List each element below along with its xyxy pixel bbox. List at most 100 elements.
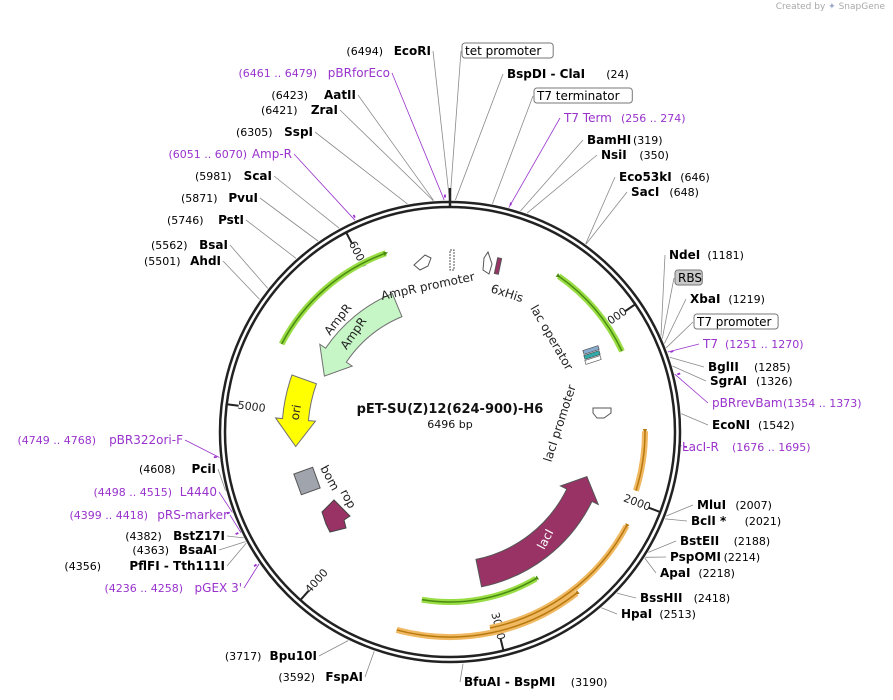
site-hpai[interactable]: (2513)HpaI bbox=[621, 607, 696, 621]
nsii-leader bbox=[526, 154, 598, 214]
lac-operator-label: lac operator bbox=[527, 303, 576, 373]
ahdi-name: AhdI bbox=[190, 254, 221, 268]
site-eco53ki[interactable]: (646)Eco53kI bbox=[619, 170, 710, 184]
site-bpu10i[interactable]: (3717)Bpu10I bbox=[225, 649, 317, 663]
site-nsii[interactable]: (350)NsiI bbox=[601, 148, 669, 162]
prs-marker-position: (4399 .. 4418) bbox=[69, 509, 148, 522]
laci-arc-green bbox=[421, 575, 540, 603]
inner-features bbox=[293, 249, 612, 533]
site-bsai[interactable]: (5562)BsaI bbox=[151, 238, 228, 252]
apai-name: ApaI bbox=[660, 566, 690, 580]
site-sgrai[interactable]: (1326)SgrAI bbox=[710, 374, 793, 388]
site-pbrforeco[interactable]: (6461 .. 6479)pBRforEco bbox=[238, 66, 390, 80]
prs-marker-name: pRS-marker bbox=[157, 508, 228, 522]
econi-leader bbox=[681, 413, 709, 426]
site-pflfi-tth111i[interactable]: (4356) PflFI - Tth111I bbox=[64, 559, 225, 573]
pbrrevbam-name: pBRrevBam bbox=[712, 396, 783, 410]
bsteii-position: (2188) bbox=[734, 535, 771, 548]
site-bstz17i[interactable]: (4382)BstZ17I bbox=[125, 529, 225, 543]
site-bfuai-bspmi[interactable]: (3190)BfuAI - BspMI bbox=[464, 675, 607, 689]
bcli-name: BclI * bbox=[691, 514, 727, 528]
site-scai[interactable]: (5981)ScaI bbox=[195, 169, 272, 183]
site-psti[interactable]: (5746)PstI bbox=[167, 213, 244, 227]
site-t7-terminator[interactable]: T7 terminator bbox=[533, 87, 633, 104]
pgex-3-primer-mark bbox=[253, 563, 258, 567]
site-t7-term[interactable]: (256 .. 274)T7 Term bbox=[563, 111, 686, 125]
site-pvui[interactable]: (5871)PvuI bbox=[181, 191, 258, 205]
t7-primer-mark bbox=[670, 350, 674, 353]
site-bglii[interactable]: (1285)BglII bbox=[708, 360, 791, 374]
site-l4440[interactable]: (4498 .. 4515)L4440 bbox=[93, 485, 217, 499]
eco53ki-position: (646) bbox=[680, 171, 710, 184]
site-amp-r[interactable]: (6051 .. 6070)Amp-R bbox=[168, 147, 292, 161]
laci-arc-orange bbox=[635, 428, 648, 491]
site-xbai[interactable]: (1219)XbaI bbox=[690, 292, 765, 306]
ampr-promoter-box bbox=[449, 249, 455, 271]
site-t7-promoter[interactable]: T7 promoter bbox=[693, 313, 779, 330]
bpu10i-leader bbox=[318, 640, 349, 657]
rop-feature bbox=[321, 499, 351, 533]
site-saci[interactable]: (648)SacI bbox=[631, 185, 699, 199]
site-ahdi[interactable]: (5501)AhdI bbox=[144, 254, 221, 268]
laci-r-name: LacI-R bbox=[682, 440, 719, 454]
site-tet-promoter[interactable]: tet promoter bbox=[461, 42, 554, 59]
bom-feature bbox=[293, 466, 321, 496]
bspdi-clai-name: BspDI - ClaI bbox=[507, 67, 585, 81]
fspai-name: FspAI bbox=[325, 670, 363, 684]
bpu10i-name: Bpu10I bbox=[270, 649, 317, 663]
site-bcli[interactable]: (2021)BclI * bbox=[691, 514, 781, 528]
lac-arc bbox=[555, 273, 623, 352]
site-sspi[interactable]: (6305)SspI bbox=[236, 125, 313, 139]
t7-promoter-inner-arrow bbox=[482, 250, 493, 275]
site-bsshii[interactable]: (2418)BssHII bbox=[640, 591, 730, 605]
laci-arc-orange-halo bbox=[633, 431, 648, 492]
site-ecori[interactable]: (6494)EcoRI bbox=[346, 44, 431, 58]
nsii-position: (350) bbox=[639, 149, 669, 162]
site-mlui[interactable]: (2007)MluI bbox=[697, 498, 772, 512]
site-zrai[interactable]: (6421)ZraI bbox=[261, 103, 338, 117]
site-econi[interactable]: (1542)EcoNI bbox=[712, 418, 795, 432]
pbrforeco-position: (6461 .. 6479) bbox=[238, 67, 317, 80]
site-bamhi[interactable]: (319)BamHI bbox=[587, 133, 663, 147]
amp-r-name: Amp-R bbox=[252, 147, 292, 161]
site-bsteii[interactable]: (2188)BstEII bbox=[680, 534, 770, 548]
tick-label-5000: 5000 bbox=[237, 399, 266, 415]
site-rbs[interactable]: RBS bbox=[674, 269, 703, 286]
site-pbr322ori-f[interactable]: (4749 .. 4768)pBR322ori-F bbox=[17, 433, 183, 447]
bfuai-bspmi-name: BfuAI - BspMI bbox=[464, 675, 555, 689]
site-prs-marker[interactable]: (4399 .. 4418) pRS-marker bbox=[69, 508, 228, 522]
site-ndei[interactable]: (1181)NdeI bbox=[669, 248, 744, 262]
pflfi-tth111i-name: PflFI - Tth111I bbox=[129, 559, 225, 573]
pbrforeco-leader bbox=[391, 72, 445, 201]
bfuai-bspmi-leader bbox=[459, 663, 464, 683]
t7-term-name: T7 Term bbox=[563, 111, 612, 125]
bsshii-leader bbox=[616, 592, 637, 599]
scai-leader bbox=[273, 175, 340, 229]
site-pgex-3[interactable]: (4236 .. 4258)pGEX 3' bbox=[104, 581, 242, 595]
site-labels: (6494)EcoRI tet promoter (24)BspDI - ClaI T… bbox=[17, 42, 862, 689]
site-pspomi[interactable]: (2214)PspOMI bbox=[670, 550, 760, 564]
ampr-feature-arrow bbox=[319, 292, 403, 377]
econi-name: EcoNI bbox=[712, 418, 750, 432]
t7-promoter-leader bbox=[665, 321, 694, 349]
site-laci-r[interactable]: (1676 .. 1695)LacI-R bbox=[682, 440, 811, 454]
site-bsaai[interactable]: (4363)BsaAI bbox=[132, 543, 217, 557]
sgrai-name: SgrAI bbox=[710, 374, 747, 388]
amp-r-leader bbox=[293, 153, 356, 221]
site-pbrrevbam[interactable]: (1354 .. 1373)pBRrevBam bbox=[712, 396, 862, 410]
site-fspai[interactable]: (3592) FspAI bbox=[278, 670, 363, 684]
bsaai-name: BsaAI bbox=[179, 543, 217, 557]
ampr-promoter-arrow bbox=[413, 254, 432, 271]
site-apai[interactable]: (2218)ApaI bbox=[660, 566, 735, 580]
pcii-position: (4608) bbox=[139, 463, 176, 476]
site-bspdi-clai[interactable]: (24)BspDI - ClaI bbox=[507, 67, 629, 81]
site-pcii[interactable]: (4608)PciI bbox=[139, 462, 216, 476]
site-aatii[interactable]: (6423)AatII bbox=[271, 88, 356, 102]
prs-marker-leader bbox=[229, 514, 242, 533]
site-t7[interactable]: (1251 .. 1270)T7 bbox=[702, 337, 804, 351]
fspai-position: (3592) bbox=[278, 671, 315, 684]
pbr322ori-f-leader bbox=[184, 439, 220, 458]
pflfi-tth111i-position: (4356) bbox=[64, 560, 101, 573]
bsai-name: BsaI bbox=[199, 238, 228, 252]
